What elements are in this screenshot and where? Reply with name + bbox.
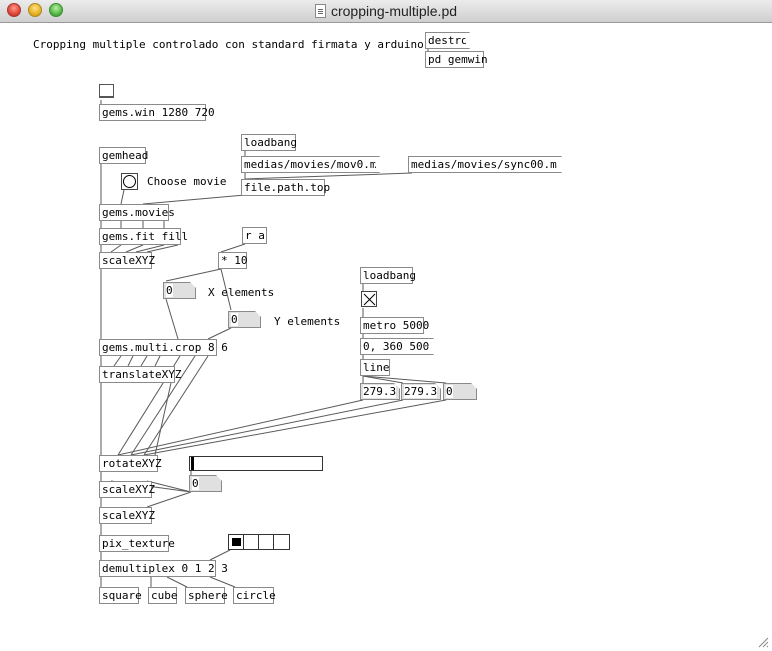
y-elements-comment: Y elements — [274, 315, 341, 328]
x-elements-number[interactable]: 0 — [163, 282, 196, 299]
shape-radio[interactable] — [228, 534, 290, 550]
loadbang-object[interactable]: loadbang — [241, 134, 297, 151]
metro-toggle[interactable] — [361, 291, 377, 307]
gems-fit-object[interactable]: gems.fit fill — [99, 228, 188, 245]
radio-cell-2[interactable] — [259, 535, 274, 549]
choose-movie-comment: Choose movie — [147, 175, 227, 188]
pd-gemwin-object[interactable]: pd gemwin — [425, 51, 488, 68]
radio-cell-1[interactable] — [244, 535, 259, 549]
gems-win-object[interactable]: gems.win 1280 720 — [99, 104, 215, 121]
gemhead-object[interactable]: gemhead — [99, 147, 148, 164]
y-elements-number[interactable]: 0 — [228, 311, 261, 328]
rotate-z-number[interactable]: 0 — [443, 383, 477, 400]
bang-circle-icon — [123, 175, 136, 188]
rotate-y-number[interactable]: 279.3 — [401, 383, 441, 400]
choose-movie-bang[interactable] — [121, 173, 138, 190]
cube-object[interactable]: cube — [148, 587, 178, 604]
metro-object[interactable]: metro 5000 — [360, 317, 429, 334]
close-window-button[interactable] — [7, 3, 21, 17]
translatexyz-object[interactable]: translateXYZ — [99, 366, 181, 383]
window-bang-button[interactable] — [99, 84, 114, 98]
radio-cell-3[interactable] — [274, 535, 289, 549]
line-ramp-message[interactable]: 0, 360 5000 — [360, 338, 434, 355]
multiply-10-object[interactable]: * 10 — [218, 252, 248, 269]
rotate-x-number[interactable]: 279.3 — [360, 383, 400, 400]
header-comment: Cropping multiple controlado con standar… — [33, 38, 424, 51]
pix-texture-object[interactable]: pix_texture — [99, 535, 175, 552]
demultiplex-object[interactable]: demultiplex 0 1 2 3 — [99, 560, 228, 577]
gems-movies-object[interactable]: gems.movies — [99, 204, 175, 221]
patch-canvas[interactable]: Cropping multiple controlado con standar… — [0, 23, 772, 651]
movie0-message[interactable]: medias/movies/mov0.mov — [241, 156, 380, 173]
minimize-window-button[interactable] — [28, 3, 42, 17]
circle-object[interactable]: circle — [233, 587, 276, 604]
radio-cell-0[interactable] — [229, 535, 244, 549]
destroy-message[interactable]: destroy — [425, 32, 470, 49]
line-object[interactable]: line — [360, 359, 390, 376]
rotatexyz-object[interactable]: rotateXYZ — [99, 455, 162, 472]
x-elements-comment: X elements — [208, 286, 275, 299]
movie-sync-message[interactable]: medias/movies/sync00.mov — [408, 156, 562, 173]
zoom-window-button[interactable] — [49, 3, 63, 17]
slider-knob[interactable] — [191, 457, 194, 470]
resize-grip-icon[interactable] — [757, 636, 769, 648]
scalexyz-object-2[interactable]: scaleXYZ — [99, 481, 155, 498]
window-title: cropping-multiple.pd — [330, 3, 458, 19]
file-path-top-object[interactable]: file.path.top — [241, 179, 330, 196]
sphere-object[interactable]: sphere — [185, 587, 228, 604]
toggle-x-icon — [363, 293, 376, 306]
loadbang-object-2[interactable]: loadbang — [360, 267, 416, 284]
document-icon — [314, 4, 326, 18]
title-bar[interactable]: cropping-multiple.pd — [0, 0, 772, 23]
scale-number[interactable]: 0 — [189, 475, 222, 492]
scalexyz-object-3[interactable]: scaleXYZ — [99, 507, 155, 524]
scalexyz-object-1[interactable]: scaleXYZ — [99, 252, 155, 269]
window-title-wrap: cropping-multiple.pd — [0, 3, 772, 19]
gems-multi-crop-object[interactable]: gems.multi.crop 8 6 — [99, 339, 228, 356]
scale-slider[interactable] — [189, 456, 323, 471]
receive-a-object[interactable]: r a — [242, 227, 267, 244]
square-object[interactable]: square — [99, 587, 142, 604]
